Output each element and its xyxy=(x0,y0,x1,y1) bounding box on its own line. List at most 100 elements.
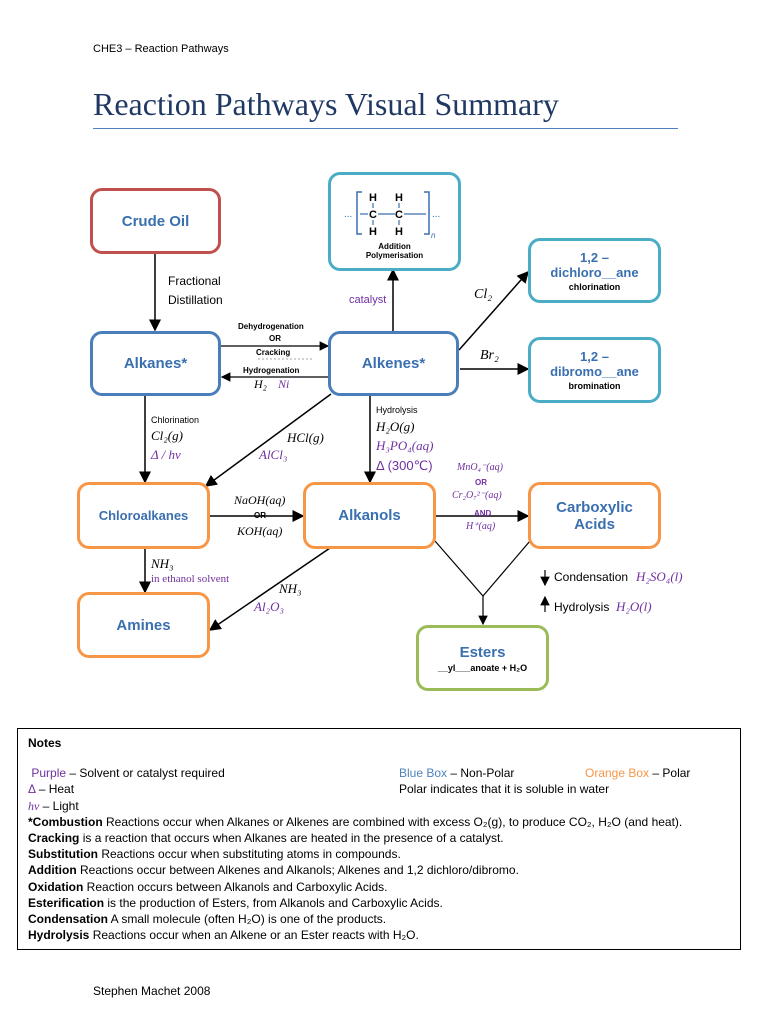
mol-dots-right: ... xyxy=(432,209,440,220)
notes-legend-row-3: hv – Light xyxy=(28,798,730,814)
alkanes-box: Alkanes* xyxy=(90,331,221,396)
arrow-alkanols-to-amines xyxy=(208,547,331,631)
br2-label: Br₂ xyxy=(480,348,499,363)
koh-label: KOH(aq) xyxy=(237,524,283,538)
h2-label: H₂ xyxy=(254,377,267,391)
chlorination-label: Chlorination xyxy=(151,415,200,425)
mol-dots-left: ... xyxy=(344,209,352,220)
delta-key: Δ xyxy=(28,782,36,797)
or-label-2: OR xyxy=(254,511,266,520)
arrow-alkenes-to-chloroalkanes xyxy=(204,393,332,487)
ethanol-solvent-label: in ethanol solvent xyxy=(151,573,230,585)
crude-oil-label: Crude Oil xyxy=(121,212,190,230)
mol-h3: H xyxy=(369,226,377,238)
dichloro-label-1: 1,2 – xyxy=(580,249,609,265)
cracking-label: Cracking xyxy=(256,348,291,357)
arrow-alkenes-to-dichloro xyxy=(458,270,529,351)
hydrogenation-label: Hydrogenation xyxy=(243,366,300,375)
amines-box: Amines xyxy=(77,592,210,658)
alkanols-box: Alkanols xyxy=(303,482,436,549)
or-label-3: OR xyxy=(475,478,487,487)
footer-author: Stephen Machet 2008 xyxy=(93,984,211,998)
hydrolysis-2-label: Hydrolysis xyxy=(554,600,610,614)
dichloro-label-2: dichloro__ane xyxy=(550,264,639,280)
dibromo-label-2: dibromo__ane xyxy=(550,364,639,379)
polar-note: Polar indicates that it is soluble in wa… xyxy=(399,782,610,797)
page-header: CHE3 – Reaction Pathways xyxy=(93,43,229,55)
carboxylic-acids-box: Carboxylic Acids xyxy=(528,482,661,549)
mol-h1: H xyxy=(369,192,377,204)
esters-label: Esters xyxy=(459,643,506,661)
carboxylic-label-1: Carboxylic xyxy=(556,498,633,516)
h2ol-label: H₂O(l) xyxy=(616,599,652,614)
h2so4-label: H₂SO₄(l) xyxy=(636,569,683,584)
notes-heading: Notes xyxy=(28,736,62,750)
purple-desc: – Solvent or catalyst required xyxy=(66,766,225,781)
note-cracking: Cracking is a reaction that occurs when … xyxy=(28,831,504,846)
hv-desc: – Light xyxy=(39,798,79,813)
mol-h2: H xyxy=(395,192,403,204)
orange-box-key: Orange Box xyxy=(585,766,650,781)
al2o3-label: Al₂O₃ xyxy=(254,599,284,614)
hclg-label: HCl(g) xyxy=(287,430,324,445)
and-label: AND xyxy=(474,509,492,518)
mol-c1: C xyxy=(369,209,377,221)
note-oxidation: Oxidation Reaction occurs between Alkano… xyxy=(28,879,388,894)
mol-n: n xyxy=(431,231,436,240)
cr2o7-label: Cr₂O₇²⁻(aq) xyxy=(452,490,502,501)
alkanols-label: Alkanols xyxy=(338,507,401,524)
hydrolysis-label: Hydrolysis xyxy=(376,405,418,415)
alkenes-box: Alkenes* xyxy=(328,331,459,396)
esters-box: Esters __yl___anoate + H₂O xyxy=(416,625,549,691)
nh3-left-label: NH₃ xyxy=(151,556,174,571)
nh3-mid-label: NH₃ xyxy=(279,581,302,596)
line-acids-to-junction xyxy=(482,540,531,597)
note-substitution: Substitution Reactions occur when substi… xyxy=(28,847,401,862)
orange-box-desc: – Polar xyxy=(649,766,691,781)
cl2-label: Cl₂ xyxy=(474,287,493,302)
blue-box-key: Blue Box xyxy=(399,766,448,781)
cl2g-label: Cl₂(g) xyxy=(151,428,183,443)
page-title: Reaction Pathways Visual Summary xyxy=(93,86,559,122)
note-condensation: Condensation A small molecule (often H₂O… xyxy=(28,912,387,927)
alkenes-label: Alkenes* xyxy=(361,355,426,372)
note-combustion: *Combustion Reactions occur when Alkanes… xyxy=(28,814,683,829)
fractional-label: Fractional xyxy=(168,274,221,288)
notes-legend-row-1: Purple – Solvent or catalyst required Bl… xyxy=(28,765,730,781)
delta-hv-label: Δ / hv xyxy=(151,447,181,462)
line-alkanols-to-junction xyxy=(434,540,484,597)
purple-key: Purple xyxy=(31,766,67,781)
dibromo-label-1: 1,2 – xyxy=(580,349,609,364)
note-hydrolysis: Hydrolysis Reactions occur when an Alken… xyxy=(28,928,419,943)
polymer-box: ... H H C C H H ... n Addition Polymeris… xyxy=(328,172,461,271)
alcl3-label: AlCl₃ xyxy=(259,447,288,462)
distillation-label: Distillation xyxy=(168,293,223,307)
carboxylic-label-2: Acids xyxy=(574,515,615,533)
crude-oil-box: Crude Oil xyxy=(90,188,221,254)
h3po4-label: H₃PO₄(aq) xyxy=(376,438,434,453)
notes-legend-row-2: Δ – Heat Polar indicates that it is solu… xyxy=(28,781,730,797)
title-divider xyxy=(93,128,678,129)
dehydrogenation-label: Dehydrogenation xyxy=(238,322,304,331)
catalyst-label: catalyst xyxy=(349,294,387,306)
or-label-1: OR xyxy=(269,334,281,343)
hplus-label: H⁺(aq) xyxy=(466,521,496,532)
ni-catalyst-label: Ni xyxy=(278,377,290,391)
h2og-label: H₂O(g) xyxy=(376,419,415,434)
hv-key: hv xyxy=(28,798,40,813)
naoh-label: NaOH(aq) xyxy=(234,493,286,507)
note-addition: Addition Reactions occur between Alkenes… xyxy=(28,863,519,878)
polymer-label-2: Polymerisation xyxy=(365,250,424,260)
dichloro-sub: chlorination xyxy=(568,281,621,292)
delta-300-label: Δ (300℃) xyxy=(376,458,433,473)
amines-label: Amines xyxy=(116,616,171,634)
dibromo-sub: bromination xyxy=(568,381,621,391)
chloroalkanes-label: Chloroalkanes xyxy=(98,508,189,523)
mno4-label: MnO₄⁻(aq) xyxy=(457,462,503,473)
dibromo-box: 1,2 – dibromo__ane bromination xyxy=(528,337,661,403)
esters-sub: __yl___anoate + H₂O xyxy=(437,662,528,673)
delta-desc: – Heat xyxy=(35,782,75,797)
dichloro-box: 1,2 – dichloro__ane chlorination xyxy=(528,238,661,303)
condensation-label: Condensation xyxy=(554,570,629,584)
